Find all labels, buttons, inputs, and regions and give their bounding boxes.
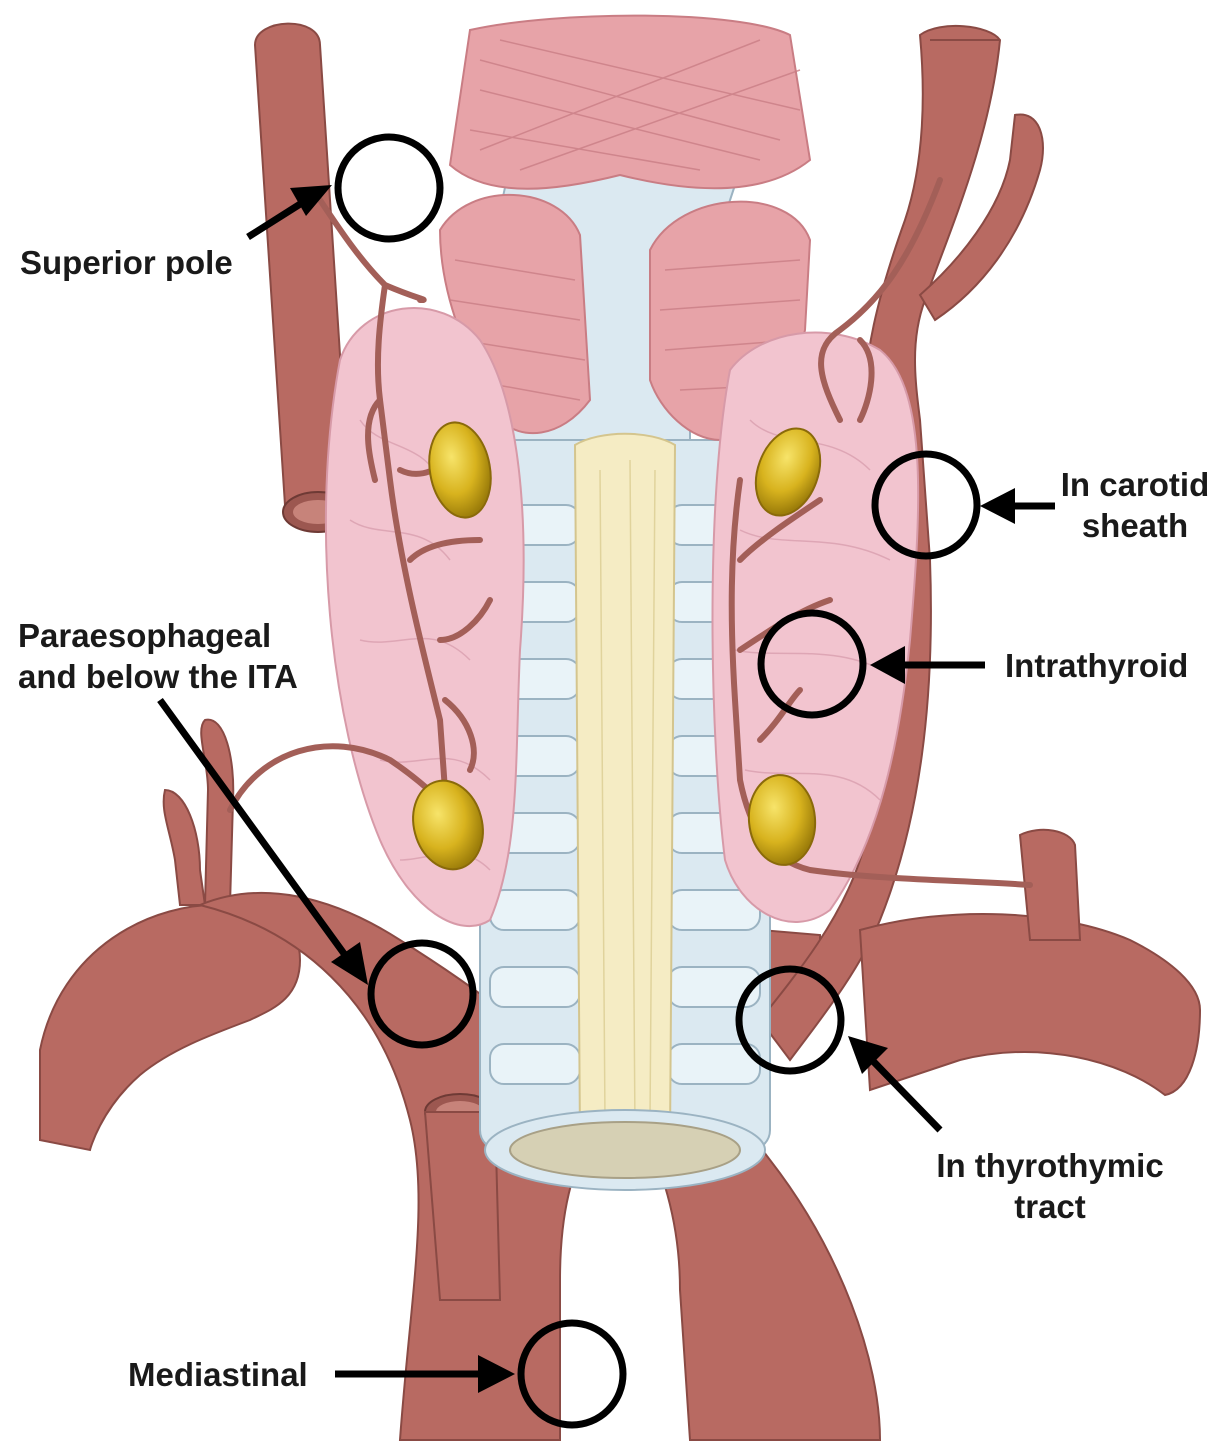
- left-small-branch: [164, 790, 205, 905]
- right-subclavian-vessel: [860, 914, 1200, 1095]
- label-paraesophageal: Paraesophageal and below the ITA: [18, 615, 298, 697]
- label-carotid-line2: sheath: [1050, 505, 1220, 546]
- esophagus: [575, 434, 675, 1140]
- left-subclavian-vessel: [40, 905, 300, 1150]
- label-superior-pole: Superior pole: [20, 242, 233, 283]
- label-mediastinal: Mediastinal: [128, 1354, 308, 1395]
- label-carotid-sheath: In carotid sheath: [1050, 464, 1220, 546]
- arrow-carotid-sheath: [980, 488, 1055, 524]
- label-thyro-line1: In thyrothymic: [915, 1145, 1185, 1186]
- label-intrathyroid: Intrathyroid: [1005, 645, 1188, 686]
- label-thyrothymic: In thyrothymic tract: [915, 1145, 1185, 1227]
- label-para-line1: Paraesophageal: [18, 615, 298, 656]
- label-thyro-line2: tract: [915, 1186, 1185, 1227]
- label-para-line2: and below the ITA: [18, 656, 298, 697]
- label-carotid-line1: In carotid: [1050, 464, 1220, 505]
- marker-superior-pole: [338, 137, 440, 239]
